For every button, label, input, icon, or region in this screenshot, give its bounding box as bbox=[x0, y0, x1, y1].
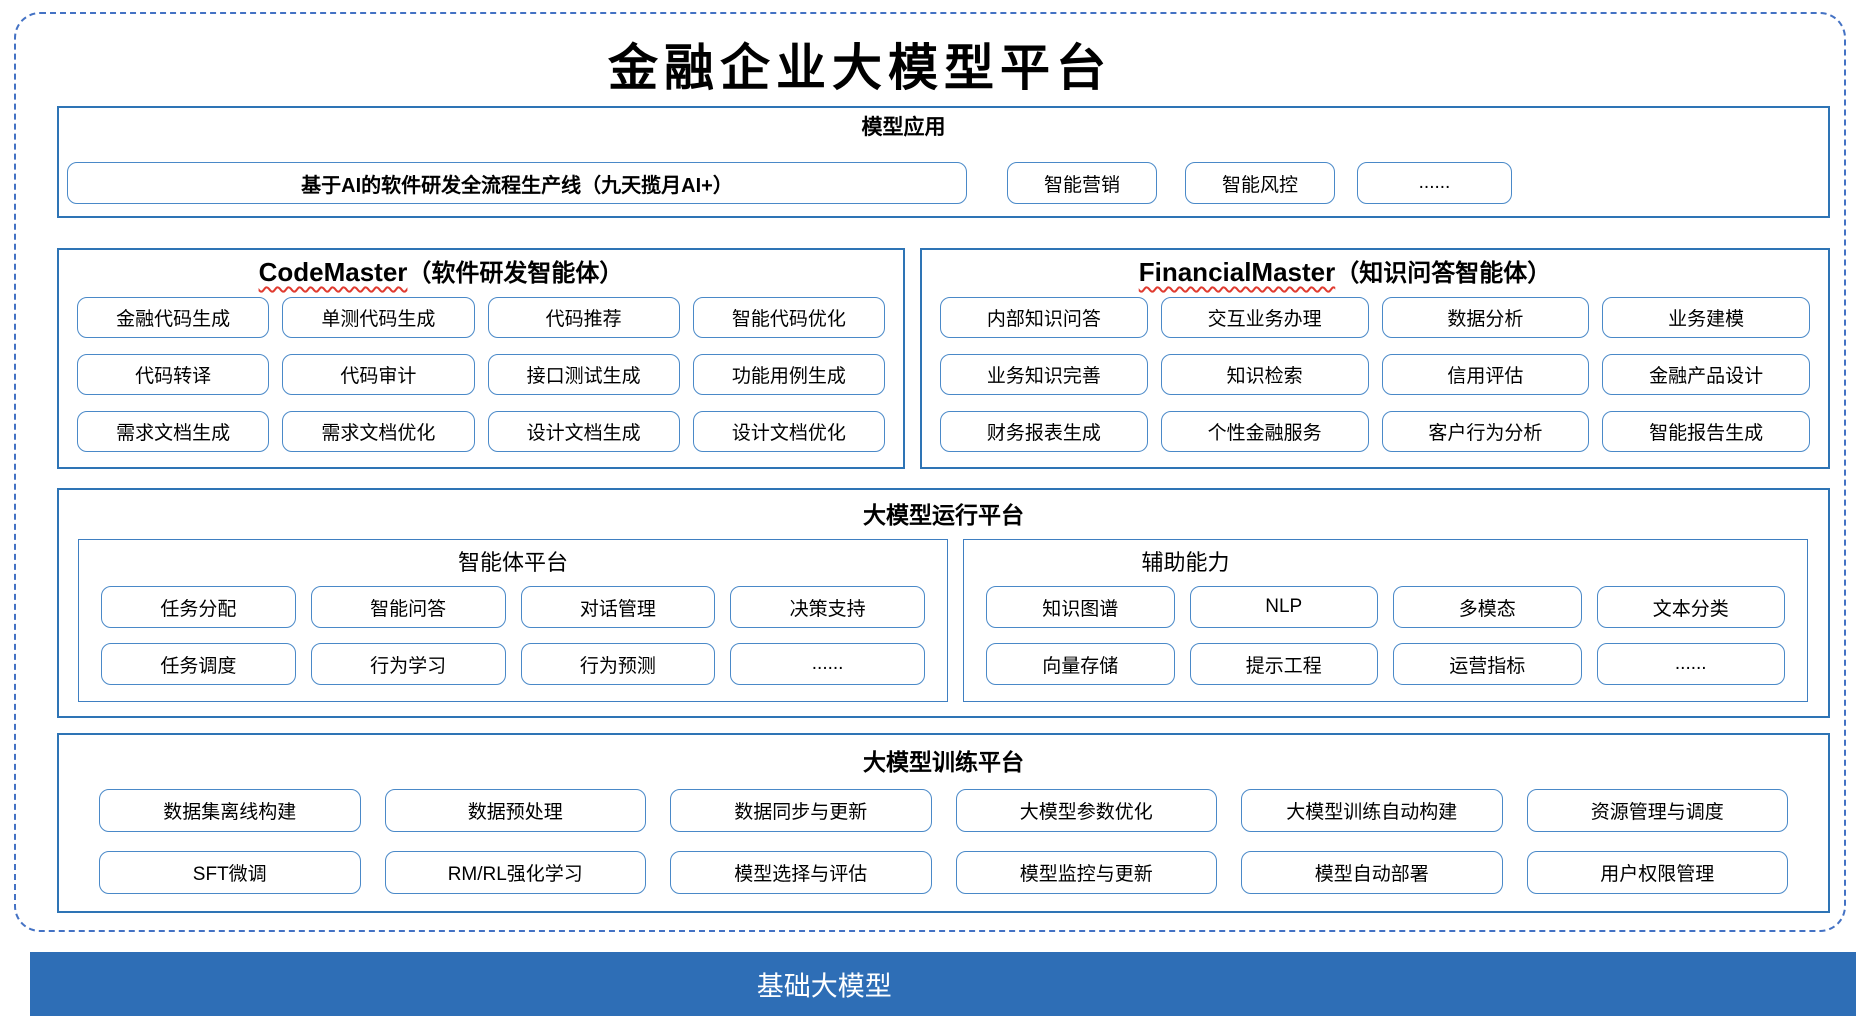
codemaster-name: CodeMaster bbox=[258, 257, 408, 287]
agent-platform-box: 智能体平台 任务分配 智能问答 对话管理 决策支持 任务调度 行为学习 行为预测… bbox=[78, 539, 948, 702]
aux-capabilities-box: 辅助能力 知识图谱 NLP 多模态 文本分类 向量存储 提示工程 运营指标 ..… bbox=[963, 539, 1808, 702]
runtime-platform-header: 大模型运行平台 bbox=[863, 502, 1024, 528]
app-item: 智能营销 bbox=[1007, 162, 1157, 204]
agent-platform-grid: 任务分配 智能问答 对话管理 决策支持 任务调度 行为学习 行为预测 .....… bbox=[79, 578, 947, 685]
training-item: 资源管理与调度 bbox=[1526, 789, 1788, 832]
codemaster-item: 代码审计 bbox=[282, 354, 475, 395]
codemaster-item: 智能代码优化 bbox=[692, 297, 885, 338]
codemaster-grid: 金融代码生成 单测代码生成 代码推荐 智能代码优化 代码转译 代码审计 接口测试… bbox=[59, 290, 903, 452]
aux-capabilities-item: 运营指标 bbox=[1393, 643, 1582, 685]
outer-dashed-border bbox=[14, 12, 1846, 932]
training-item: SFT微调 bbox=[99, 851, 361, 894]
financialmaster-item: 交互业务办理 bbox=[1160, 297, 1369, 338]
financialmaster-grid: 内部知识问答 交互业务办理 数据分析 业务建模 业务知识完善 知识检索 信用评估… bbox=[922, 290, 1828, 452]
section-codemaster: CodeMaster（软件研发智能体） 金融代码生成 单测代码生成 代码推荐 智… bbox=[57, 248, 905, 469]
agent-platform-item: 行为预测 bbox=[520, 643, 716, 685]
aux-capabilities-item: 向量存储 bbox=[986, 643, 1175, 685]
section-financialmaster: FinancialMaster（知识问答智能体） 内部知识问答 交互业务办理 数… bbox=[920, 248, 1830, 469]
financialmaster-item: 客户行为分析 bbox=[1381, 411, 1590, 452]
agent-platform-header: 智能体平台 bbox=[457, 550, 568, 575]
aux-capabilities-item: NLP bbox=[1189, 586, 1378, 628]
codemaster-item: 设计文档生成 bbox=[487, 411, 680, 452]
agent-platform-item: 行为学习 bbox=[310, 643, 506, 685]
training-item: 数据集离线构建 bbox=[99, 789, 361, 832]
codemaster-item: 设计文档优化 bbox=[692, 411, 885, 452]
training-item: 数据同步与更新 bbox=[670, 789, 932, 832]
aux-capabilities-header: 辅助能力 bbox=[1141, 550, 1230, 575]
agent-platform-item: 对话管理 bbox=[520, 586, 716, 628]
financialmaster-item: 金融产品设计 bbox=[1602, 354, 1810, 395]
financialmaster-item: 智能报告生成 bbox=[1602, 411, 1810, 452]
aux-capabilities-item-ellipsis: ...... bbox=[1596, 643, 1785, 685]
aux-capabilities-grid: 知识图谱 NLP 多模态 文本分类 向量存储 提示工程 运营指标 ...... bbox=[964, 578, 1807, 685]
agent-platform-item: 智能问答 bbox=[310, 586, 506, 628]
base-model-label: 基础大模型 bbox=[756, 971, 892, 1002]
training-item: 大模型参数优化 bbox=[955, 789, 1217, 832]
section-training-platform: 大模型训练平台 数据集离线构建 数据预处理 数据同步与更新 大模型参数优化 大模… bbox=[57, 733, 1830, 913]
financialmaster-item: 信用评估 bbox=[1381, 354, 1590, 395]
financialmaster-item: 知识检索 bbox=[1160, 354, 1369, 395]
codemaster-item: 接口测试生成 bbox=[487, 354, 680, 395]
codemaster-item: 代码推荐 bbox=[487, 297, 680, 338]
codemaster-item: 需求文档优化 bbox=[282, 411, 475, 452]
financialmaster-name: FinancialMaster bbox=[1138, 257, 1336, 287]
codemaster-item: 单测代码生成 bbox=[282, 297, 475, 338]
app-item: 智能风控 bbox=[1185, 162, 1335, 204]
agent-platform-item: 任务分配 bbox=[101, 586, 296, 628]
section-model-applications: 模型应用 基于AI的软件研发全流程生产线（九天揽月AI+） 智能营销 智能风控 … bbox=[57, 106, 1830, 218]
financialmaster-item: 个性金融服务 bbox=[1160, 411, 1369, 452]
financialmaster-item: 内部知识问答 bbox=[940, 297, 1148, 338]
codemaster-item: 需求文档生成 bbox=[77, 411, 270, 452]
codemaster-item: 代码转译 bbox=[77, 354, 270, 395]
training-item: 模型自动部署 bbox=[1241, 851, 1503, 894]
base-model-bar: 基础大模型 bbox=[30, 952, 1856, 1016]
model-applications-header: 模型应用 bbox=[861, 116, 946, 139]
pipeline-box: 基于AI的软件研发全流程生产线（九天揽月AI+） bbox=[67, 162, 967, 204]
aux-capabilities-item: 文本分类 bbox=[1596, 586, 1785, 628]
aux-capabilities-item: 多模态 bbox=[1393, 586, 1582, 628]
training-item: 数据预处理 bbox=[384, 789, 646, 832]
financialmaster-item: 业务知识完善 bbox=[940, 354, 1148, 395]
model-applications-row: 基于AI的软件研发全流程生产线（九天揽月AI+） 智能营销 智能风控 .....… bbox=[59, 162, 1828, 204]
financialmaster-item: 业务建模 bbox=[1602, 297, 1810, 338]
training-item: 模型监控与更新 bbox=[955, 851, 1217, 894]
page-title: 金融企业大模型平台 bbox=[608, 38, 1112, 97]
agent-platform-item: 决策支持 bbox=[730, 586, 925, 628]
section-runtime-platform: 大模型运行平台 智能体平台 任务分配 智能问答 对话管理 决策支持 任务调度 行… bbox=[57, 488, 1830, 718]
training-item: 用户权限管理 bbox=[1526, 851, 1788, 894]
training-item: 大模型训练自动构建 bbox=[1241, 789, 1503, 832]
financialmaster-subtitle: （知识问答智能体） bbox=[1335, 260, 1552, 287]
financialmaster-item: 数据分析 bbox=[1381, 297, 1590, 338]
app-item-ellipsis: ...... bbox=[1357, 162, 1512, 204]
aux-capabilities-item: 知识图谱 bbox=[986, 586, 1175, 628]
agent-platform-item-ellipsis: ...... bbox=[730, 643, 925, 685]
codemaster-item: 金融代码生成 bbox=[77, 297, 270, 338]
financialmaster-header: FinancialMaster（知识问答智能体） bbox=[892, 256, 1798, 290]
agent-platform-item: 任务调度 bbox=[101, 643, 296, 685]
codemaster-item: 功能用例生成 bbox=[692, 354, 885, 395]
training-item: 模型选择与评估 bbox=[670, 851, 932, 894]
codemaster-subtitle: （软件研发智能体） bbox=[407, 260, 624, 287]
training-platform-grid: 数据集离线构建 数据预处理 数据同步与更新 大模型参数优化 大模型训练自动构建 … bbox=[59, 777, 1828, 894]
financialmaster-item: 财务报表生成 bbox=[940, 411, 1148, 452]
aux-capabilities-item: 提示工程 bbox=[1189, 643, 1378, 685]
codemaster-header: CodeMaster（软件研发智能体） bbox=[19, 256, 863, 290]
training-platform-header: 大模型训练平台 bbox=[863, 749, 1024, 775]
training-item: RM/RL强化学习 bbox=[384, 851, 646, 894]
